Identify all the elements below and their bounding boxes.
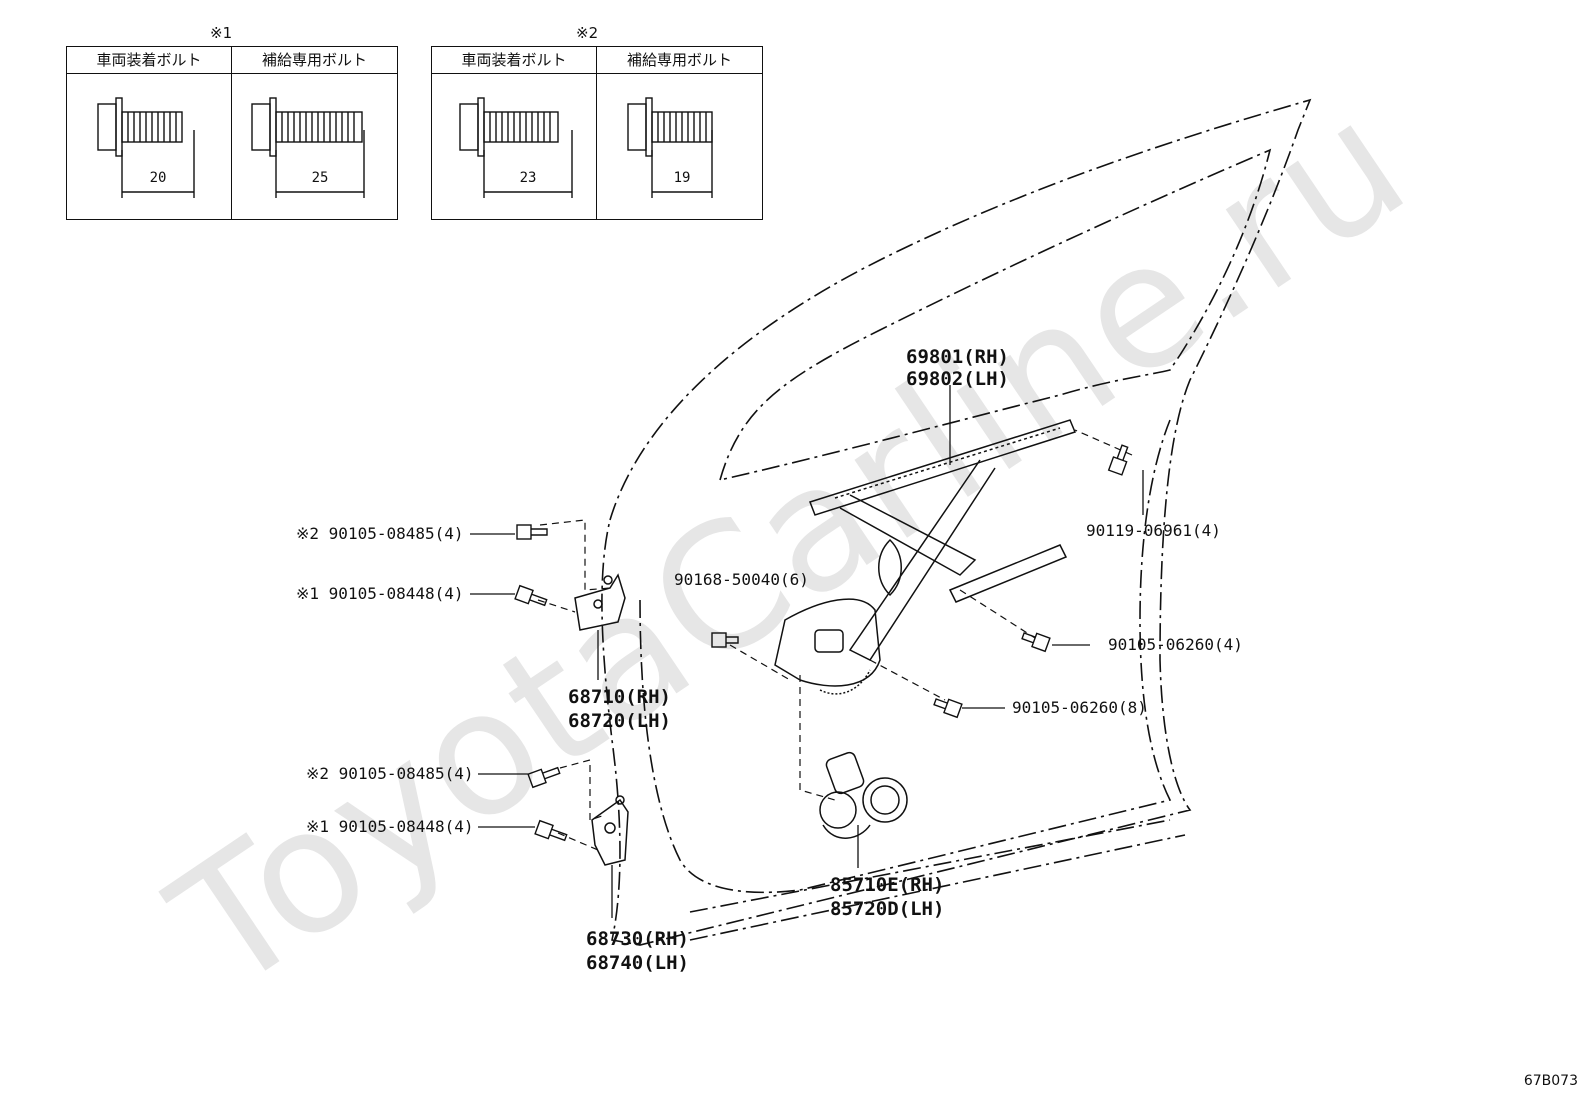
window-frame	[718, 148, 1272, 482]
callout-bolt-90168: 90168-50040(6)	[674, 570, 809, 589]
table-1-dim-1: 20	[149, 170, 167, 186]
callout-bolt-90119: 90119-06961(4)	[1086, 521, 1221, 540]
table-1-col-2: 補給専用ボルト	[232, 47, 397, 219]
callout-bolt-06260-a: 90105-06260(4)	[1108, 635, 1243, 654]
table-2-dim-1: 23	[519, 170, 537, 186]
hinges	[574, 573, 629, 866]
table-1-dim-2: 25	[311, 170, 329, 186]
callout-bolt-top-left-2: ※2 90105-08485(4)	[296, 524, 464, 543]
callout-bolt-top-left-1: ※1 90105-08448(4)	[296, 584, 464, 603]
table-2-dim-2: 19	[673, 170, 691, 186]
table-1-col-1: 車両装着ボルト	[67, 47, 232, 219]
callout-lower-hinge-lh: 68740(LH)	[586, 952, 689, 974]
table-2-col-1-header: 車両装着ボルト	[432, 47, 596, 74]
table-1-col-2-header: 補給専用ボルト	[232, 47, 397, 74]
window-regulator	[774, 419, 1077, 695]
callout-upper-hinge-lh: 68720(LH)	[568, 710, 671, 732]
callout-bolt-06260-b: 90105-06260(8)	[1012, 698, 1147, 717]
callout-upper-hinge-rh: 68710(RH)	[568, 686, 671, 708]
window-motor	[819, 751, 908, 839]
leader-lines	[470, 385, 1144, 918]
table-2-col-2: 補給専用ボルト	[597, 47, 762, 219]
callout-regulator-lh: 69802(LH)	[906, 368, 1009, 390]
bolt-table-1: 車両装着ボルト 補給専用ボルト	[66, 46, 398, 220]
table-2-mark: ※2	[576, 24, 599, 42]
table-2-col-1: 車両装着ボルト	[432, 47, 597, 219]
sill-line	[689, 819, 1171, 913]
diagram-code: 67B073	[1523, 1073, 1578, 1089]
callout-bolt-bottom-left-2: ※2 90105-08485(4)	[306, 764, 474, 783]
bolt-drawings	[97, 97, 713, 198]
bolt-table-2: 車両装着ボルト 補給専用ボルト	[431, 46, 763, 220]
table-1-col-1-header: 車両装着ボルト	[67, 47, 231, 74]
callout-regulator-rh: 69801(RH)	[906, 346, 1009, 368]
table-1-mark: ※1	[210, 24, 233, 42]
table-2-col-2-header: 補給専用ボルト	[597, 47, 762, 74]
sill-line-2	[689, 834, 1186, 941]
door-outline	[601, 98, 1312, 946]
guide-lines	[537, 429, 1133, 851]
callout-motor-rh: 85710E(RH)	[830, 874, 945, 896]
bolts	[514, 444, 1129, 842]
callout-bolt-bottom-left-1: ※1 90105-08448(4)	[306, 817, 474, 836]
callout-lower-hinge-rh: 68730(RH)	[586, 928, 689, 950]
callout-motor-lh: 85720D(LH)	[830, 898, 945, 920]
door-inner-panel	[639, 419, 1172, 894]
